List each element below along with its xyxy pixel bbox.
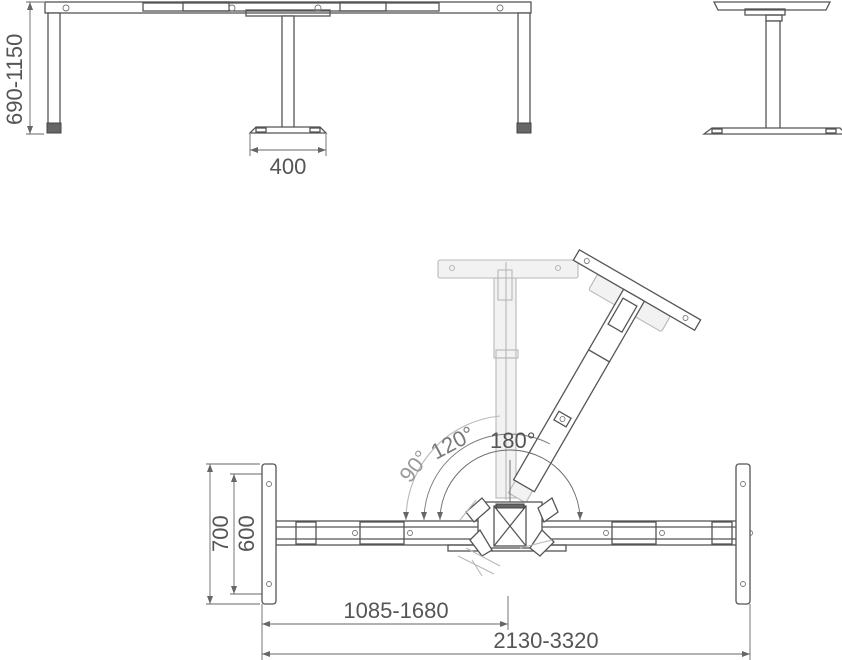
length-dimensions: 1085-1680 2130-3320	[261, 596, 751, 660]
side-elevation-view	[702, 1, 842, 135]
width-600-label: 600	[234, 515, 259, 552]
angle-90-label: 90°	[394, 445, 434, 487]
foot-width-dimension: 400	[249, 134, 327, 179]
length-half-label: 1085-1680	[343, 598, 448, 623]
front-elevation-view	[44, 1, 532, 134]
plan-feet	[261, 463, 751, 605]
plan-center-hub	[457, 497, 559, 577]
width-dimensions: 700 600	[206, 463, 262, 605]
foot-width-label: 400	[270, 154, 307, 179]
angle-180-label: 180°	[490, 428, 536, 453]
height-range-label: 690-1150	[2, 34, 27, 125]
angle-120-label: 120°	[427, 421, 479, 464]
angled-arm-120	[507, 248, 702, 504]
length-total-label: 2130-3320	[493, 628, 598, 653]
ghost-arm-90	[437, 259, 579, 500]
width-700-label: 700	[208, 515, 233, 552]
height-dimension: 690-1150	[2, 1, 44, 135]
